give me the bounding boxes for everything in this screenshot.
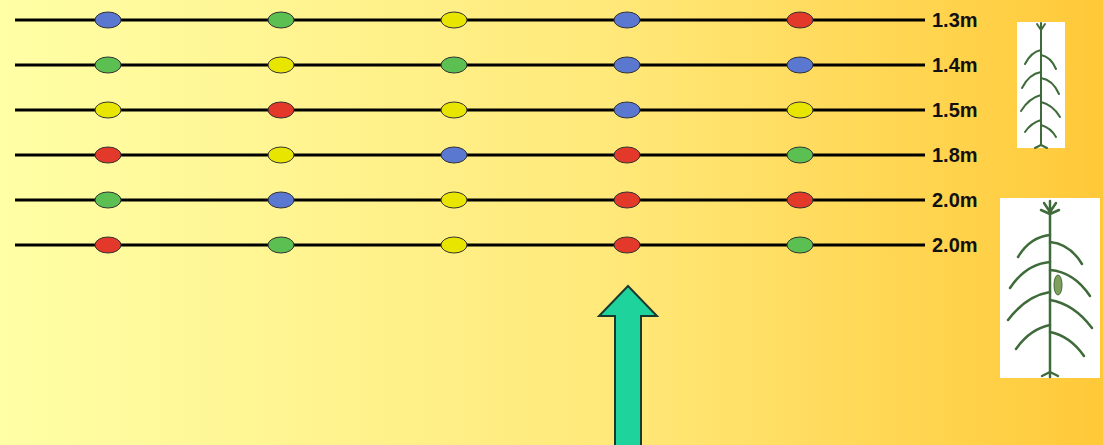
plant-dot xyxy=(441,192,467,208)
plant-dot xyxy=(441,237,467,253)
plant-dot xyxy=(95,147,121,163)
plant-dot xyxy=(614,147,640,163)
plant-dot xyxy=(787,237,813,253)
height-label: 2.0m xyxy=(932,234,978,256)
plant-dot xyxy=(441,12,467,28)
plant-dot xyxy=(95,237,121,253)
plant-dot xyxy=(268,12,294,28)
plant-frame xyxy=(1017,22,1065,148)
plant-dot xyxy=(95,12,121,28)
plant-dots xyxy=(95,12,813,253)
height-label: 1.5m xyxy=(932,99,978,121)
height-label: 1.4m xyxy=(932,54,978,76)
height-label: 2.0m xyxy=(932,189,978,211)
plant-dot xyxy=(614,192,640,208)
plant-dot xyxy=(268,102,294,118)
plant-dot xyxy=(441,102,467,118)
plant-dot xyxy=(614,102,640,118)
plant-dot xyxy=(95,57,121,73)
plant-dot xyxy=(268,57,294,73)
plant-frame xyxy=(1000,198,1100,378)
plant-dot xyxy=(441,57,467,73)
plant-dot xyxy=(268,237,294,253)
plant-dot xyxy=(268,192,294,208)
plant-dot xyxy=(787,102,813,118)
plant-dot xyxy=(614,12,640,28)
height-label: 1.3m xyxy=(932,9,978,31)
plant-dot xyxy=(95,102,121,118)
plant-dot xyxy=(614,57,640,73)
plant-dot xyxy=(441,147,467,163)
plant-dot xyxy=(787,192,813,208)
up-arrow xyxy=(599,286,657,445)
plant-dot xyxy=(787,12,813,28)
large-corn-plant xyxy=(1000,198,1100,378)
height-label: 1.8m xyxy=(932,144,978,166)
row-lines xyxy=(15,20,925,245)
plant-dot xyxy=(614,237,640,253)
plant-dot xyxy=(787,147,813,163)
plant-dot xyxy=(95,192,121,208)
plant-dot xyxy=(268,147,294,163)
plant-dot xyxy=(787,57,813,73)
small-corn-plant xyxy=(1017,22,1065,148)
